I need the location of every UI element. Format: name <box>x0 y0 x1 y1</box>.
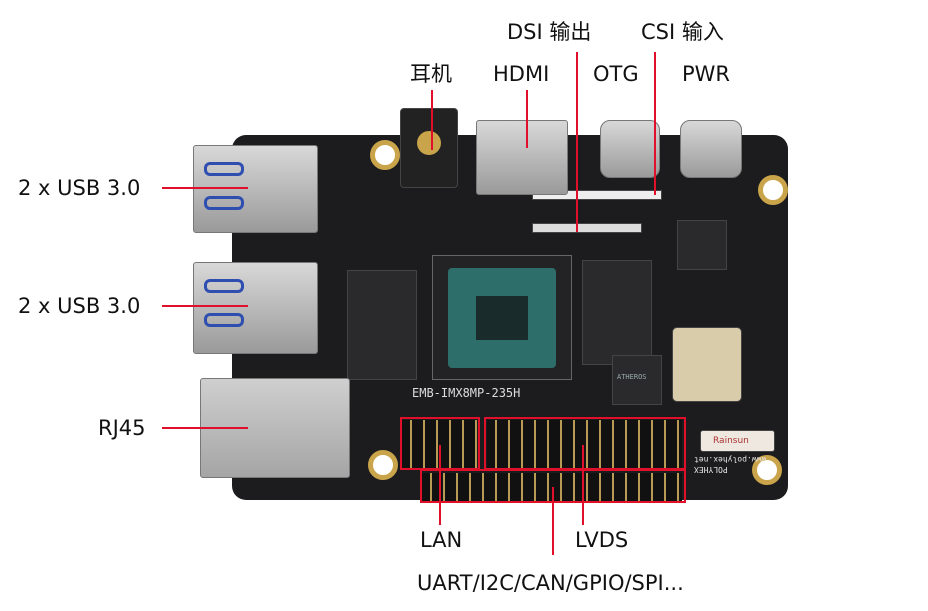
leader-line <box>654 52 656 195</box>
emmc-chip <box>582 260 652 365</box>
board-model: EMB-IMX8MP-235H <box>412 386 521 400</box>
mount-hole <box>758 175 788 205</box>
label-dsi: DSI 输出 <box>507 20 592 44</box>
label-hdmi: HDMI <box>493 62 550 86</box>
mount-hole <box>368 450 398 480</box>
brand-silkscreen: POLYHEX <box>694 465 728 474</box>
ram-chip <box>347 270 417 380</box>
label-otg: OTG <box>593 62 639 86</box>
label-usb-bottom: 2 x USB 3.0 <box>18 294 141 318</box>
usb-port-top <box>193 145 318 233</box>
label-uart: UART/I2C/CAN/GPIO/SPI... <box>417 571 684 595</box>
leader-line <box>576 52 578 232</box>
leader-line <box>439 445 441 525</box>
mount-hole <box>752 455 782 485</box>
label-lvds: LVDS <box>575 528 629 552</box>
mount-hole <box>370 140 400 170</box>
website-silkscreen: www.polyhex.net <box>694 455 767 464</box>
pmic-chip <box>677 220 727 270</box>
dsi-connector <box>532 223 642 233</box>
leader-line <box>552 487 554 555</box>
leader-line <box>526 90 528 148</box>
wifi-module <box>672 327 742 402</box>
label-earphone: 耳机 <box>410 62 452 86</box>
oscillator: Rainsun <box>700 430 775 452</box>
label-lan: LAN <box>420 528 463 552</box>
leader-line <box>162 187 248 189</box>
audio-jack <box>400 108 458 188</box>
label-csi: CSI 输入 <box>641 20 724 44</box>
otg-port <box>600 120 660 178</box>
hdmi-port <box>476 120 568 195</box>
leader-line <box>582 445 584 525</box>
lvds-highlight-box <box>484 417 686 470</box>
ethernet-phy: ATHEROS <box>612 355 662 405</box>
csi-connector <box>532 190 662 200</box>
leader-line <box>431 90 433 150</box>
soc <box>448 268 556 368</box>
som-frame <box>432 255 572 380</box>
usb-port-bottom <box>193 262 318 354</box>
label-usb-top: 2 x USB 3.0 <box>18 176 141 200</box>
label-rj45: RJ45 <box>98 416 146 440</box>
leader-line <box>162 305 248 307</box>
lvds-header <box>487 420 682 468</box>
label-pwr: PWR <box>682 62 731 86</box>
pwr-port <box>680 120 742 178</box>
ethernet-chip-marking: ATHEROS <box>617 373 647 381</box>
leader-line <box>162 427 248 429</box>
